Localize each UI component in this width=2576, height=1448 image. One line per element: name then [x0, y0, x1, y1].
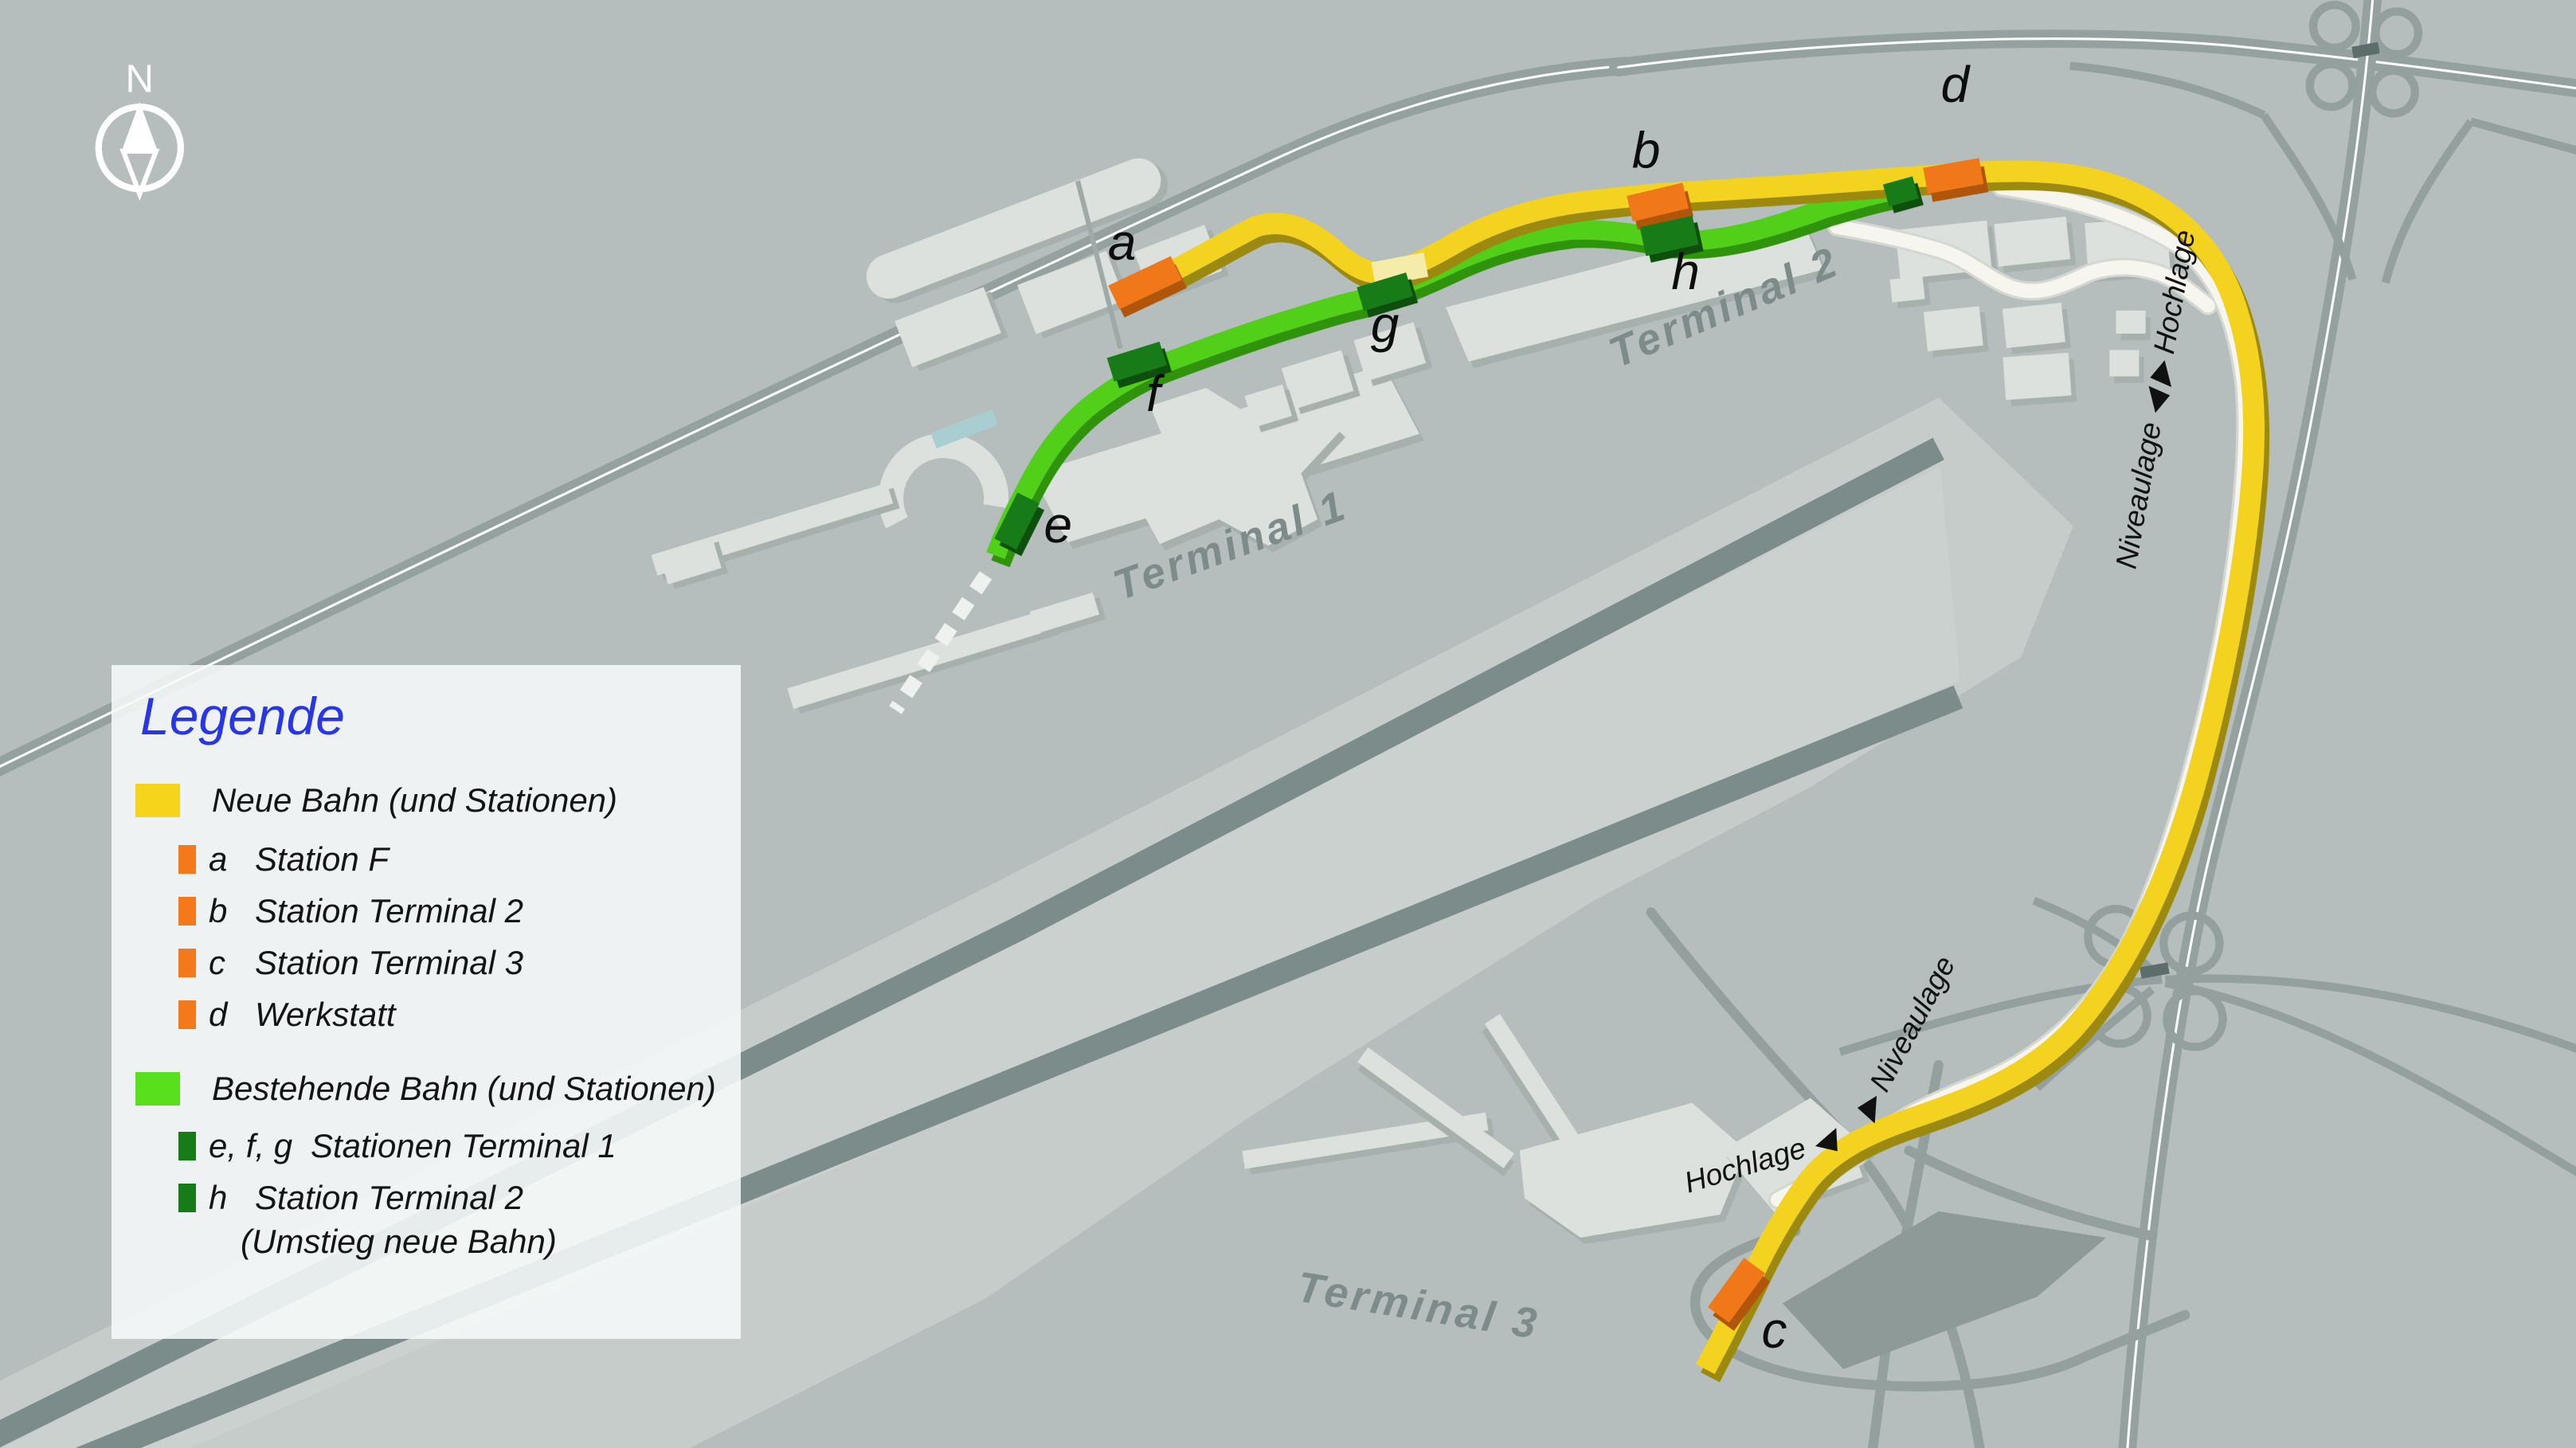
station-d-swatch: [178, 1000, 196, 1029]
existing-line-endcap: [1882, 176, 1919, 207]
legend-station-h-note: (Umstieg neue Bahn): [241, 1223, 557, 1260]
station-c-label: c: [1762, 1301, 1787, 1359]
existing-line-label: Bestehende Bahn (und Stationen): [212, 1070, 716, 1107]
legend-station-c-row: c Station Terminal 3: [178, 944, 523, 982]
station-d-marker: [1923, 158, 1984, 194]
parking-pill-building: [866, 158, 1161, 299]
station-layer: [889, 158, 1984, 1323]
terminal1-buildings: [651, 158, 1419, 710]
sbahn-strip: [930, 409, 998, 449]
compass: N: [95, 57, 184, 202]
new-line-swatch: [135, 784, 180, 817]
station-efg-key: e, f, g: [209, 1127, 293, 1164]
terminal2-buildings: [1244, 215, 1824, 428]
station-h-marker: [1639, 215, 1699, 256]
station-d-text: Werkstatt: [255, 996, 396, 1033]
legend-title: Legende: [140, 687, 345, 746]
station-g-label: g: [1371, 295, 1400, 353]
station-a-text: Station F: [255, 840, 390, 878]
station-b-swatch: [178, 897, 196, 926]
cloverleaf-south: [1838, 897, 2576, 1176]
compass-needle-south: [119, 148, 160, 202]
station-b-key: b: [209, 892, 228, 929]
station-c-key: c: [209, 944, 225, 981]
compass-needle-north: [121, 101, 158, 151]
skyline-track: [1075, 180, 1123, 350]
station-g-marker: [1357, 272, 1414, 311]
apron-wedge: [1782, 1211, 2107, 1369]
station-efg-swatch: [178, 1132, 196, 1160]
station-a-marker: [1108, 256, 1182, 310]
station-e-marker: [994, 492, 1039, 550]
station-c-marker: [1708, 1258, 1766, 1323]
building-layer: [651, 158, 2171, 1369]
station-b-label: b: [1632, 121, 1661, 178]
tunnel-mark-south: [2139, 962, 2170, 979]
compass-north-label: N: [125, 57, 154, 101]
tunnel-mark-north: [2351, 41, 2380, 59]
legend-new-line-row: Neue Bahn (und Stationen): [135, 781, 617, 820]
station-h-key: h: [209, 1179, 228, 1216]
station-a-swatch: [178, 845, 196, 874]
legend-panel: Legende Neue Bahn (und Stationen) a Stat…: [112, 665, 741, 1339]
arch-building: [879, 433, 1009, 529]
terminal3-main: [1519, 1102, 1747, 1238]
station-h-swatch: [178, 1184, 196, 1212]
station-h-text: Station Terminal 2: [255, 1179, 523, 1216]
station-efg-text: Stationen Terminal 1: [311, 1127, 617, 1164]
legend-station-efg-row: e, f, g Stationen Terminal 1: [178, 1127, 617, 1165]
station-c-text: Station Terminal 3: [255, 944, 523, 981]
terminal3-buildings: [1242, 1014, 1870, 1238]
terminal3-label: Terminal 3: [1294, 1263, 1543, 1348]
new-line-label: Neue Bahn (und Stationen): [212, 781, 618, 819]
bridge-segment: [1371, 252, 1429, 287]
legend-station-b-row: b Station Terminal 2: [178, 892, 523, 930]
station-e-label: e: [1043, 496, 1072, 554]
legend-station-h-row: h Station Terminal 2: [178, 1179, 523, 1217]
station-a-key: a: [209, 840, 228, 878]
legend-existing-line-row: Bestehende Bahn (und Stationen): [135, 1070, 716, 1108]
white-road-branch: [1830, 220, 2215, 313]
runway-south: [75, 685, 1963, 1448]
station-f-marker: [1106, 341, 1167, 382]
terminal1-pier: [1133, 388, 1341, 546]
legend-station-a-row: a Station F: [178, 840, 389, 879]
walkway-dashes: [889, 571, 992, 714]
station-a-label: a: [1108, 213, 1137, 271]
station-h-label: h: [1671, 243, 1700, 300]
terminal2-main: [1446, 215, 1824, 362]
station-b-text: Station Terminal 2: [255, 892, 523, 929]
cloverleaf-north: [2069, 1, 2576, 284]
existing-line-swatch: [135, 1072, 180, 1106]
legend-station-d-row: d Werkstatt: [178, 996, 396, 1034]
station-b-marker: [1627, 182, 1689, 222]
station-c-swatch: [178, 949, 196, 977]
station-d-label: d: [1941, 56, 1971, 113]
station-d-key: d: [209, 996, 228, 1033]
